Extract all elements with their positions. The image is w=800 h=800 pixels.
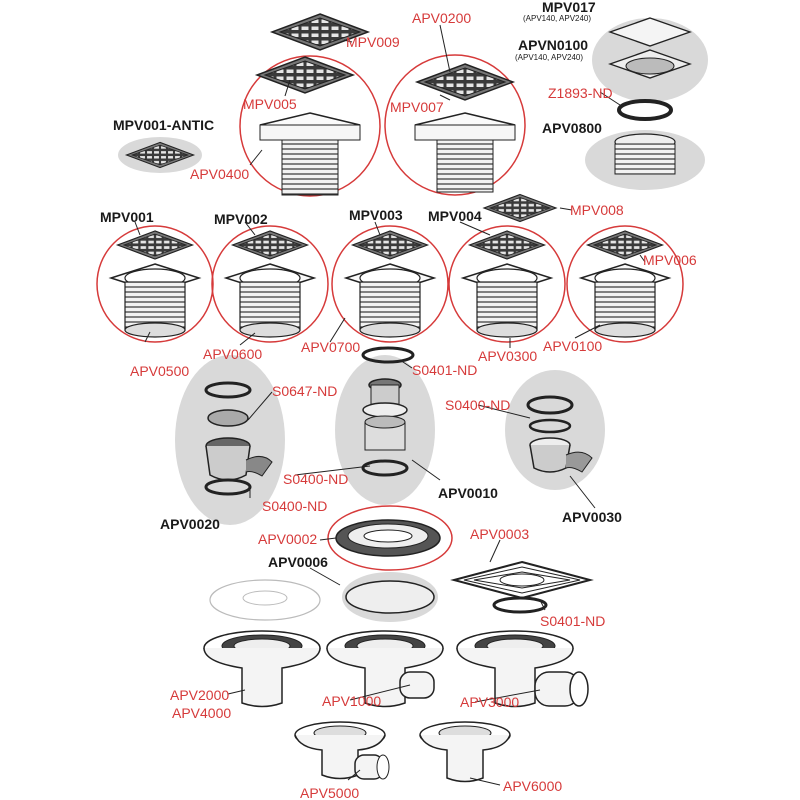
- red-ellipse-apv0002: [327, 505, 453, 571]
- label-mpv017: MPV017: [542, 0, 596, 15]
- label-mpv003: MPV003: [349, 207, 403, 223]
- red-circle-apv0100: [566, 225, 684, 343]
- label-mpv005: MPV005: [243, 96, 297, 112]
- label-apv0003: APV0003: [470, 526, 530, 542]
- label-apv5000: APV5000: [300, 785, 360, 800]
- label-mpv004: MPV004: [428, 208, 482, 224]
- label-mpv006: MPV006: [643, 252, 697, 268]
- red-circle-apv0300: [448, 225, 566, 343]
- label-s0400nd-mid: S0400-ND: [283, 471, 349, 487]
- label-apvn0100-sub: (APV140, APV240): [515, 53, 584, 62]
- label-mpv001antic: MPV001-ANTIC: [113, 117, 215, 133]
- label-apv0002: APV0002: [258, 531, 318, 547]
- label-apv0800: APV0800: [542, 120, 602, 136]
- label-mpv017-sub: (APV140, APV240): [523, 14, 592, 23]
- label-apv0100: APV0100: [543, 338, 603, 354]
- label-apv3000: APV3000: [460, 694, 520, 710]
- label-apv0300: APV0300: [478, 348, 538, 364]
- label-apv0200: APV0200: [412, 10, 472, 26]
- label-apv0010: APV0010: [438, 485, 498, 501]
- label-apv2000: APV2000: [170, 687, 230, 703]
- label-apv0030: APV0030: [562, 509, 622, 525]
- label-apv4000: APV4000: [172, 705, 232, 721]
- label-s0400nd-right: S0400-ND: [445, 397, 511, 413]
- label-apv0700: APV0700: [301, 339, 361, 355]
- label-mpv009: MPV009: [346, 34, 400, 50]
- red-circle-apv0600: [211, 225, 329, 343]
- label-apvn0100: APVN0100: [518, 37, 589, 53]
- label-s0401nd-top: S0401-ND: [412, 362, 478, 378]
- red-circle-apv0500: [96, 225, 214, 343]
- label-mpv001: MPV001: [100, 209, 154, 225]
- label-mpv002: MPV002: [214, 211, 268, 227]
- label-apv0020: APV0020: [160, 516, 220, 532]
- label-s0647nd: S0647-ND: [272, 383, 338, 399]
- red-circle-apv0400: [239, 55, 381, 197]
- label-mpv008: MPV008: [570, 202, 624, 218]
- label-apv6000: APV6000: [503, 778, 563, 794]
- label-z1893nd: Z1893-ND: [548, 85, 613, 101]
- red-circle-apv0700: [331, 225, 449, 343]
- red-circle-apv0200: [384, 54, 526, 196]
- label-s0400nd-left: S0400-ND: [262, 498, 328, 514]
- leader-lines: [134, 24, 646, 786]
- label-apv0006: APV0006: [268, 554, 328, 570]
- label-apv0500: APV0500: [130, 363, 190, 379]
- label-mpv007: MPV007: [390, 99, 444, 115]
- label-apv0400: APV0400: [190, 166, 250, 182]
- label-apv1000: APV1000: [322, 693, 382, 709]
- label-apv0600: APV0600: [203, 346, 263, 362]
- label-s0401nd-bottom: S0401-ND: [540, 613, 606, 629]
